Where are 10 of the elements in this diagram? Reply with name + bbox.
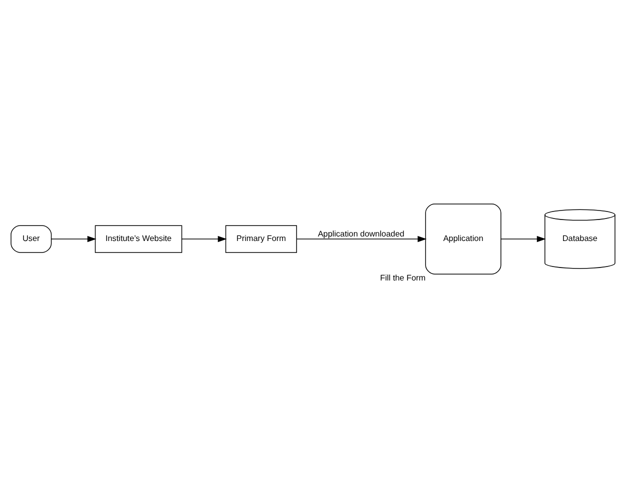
node-box: Application [425,204,502,274]
arrow [500,236,546,242]
arrow [182,236,227,242]
node-box: Institute’s Website [94,225,182,253]
arrow [296,236,427,242]
edge-label: Application downloaded [318,230,404,239]
node-box: User [10,225,52,253]
node-label: Fill the Form [380,274,426,283]
arrow [50,236,96,242]
node-box: Primary Form [225,225,297,253]
